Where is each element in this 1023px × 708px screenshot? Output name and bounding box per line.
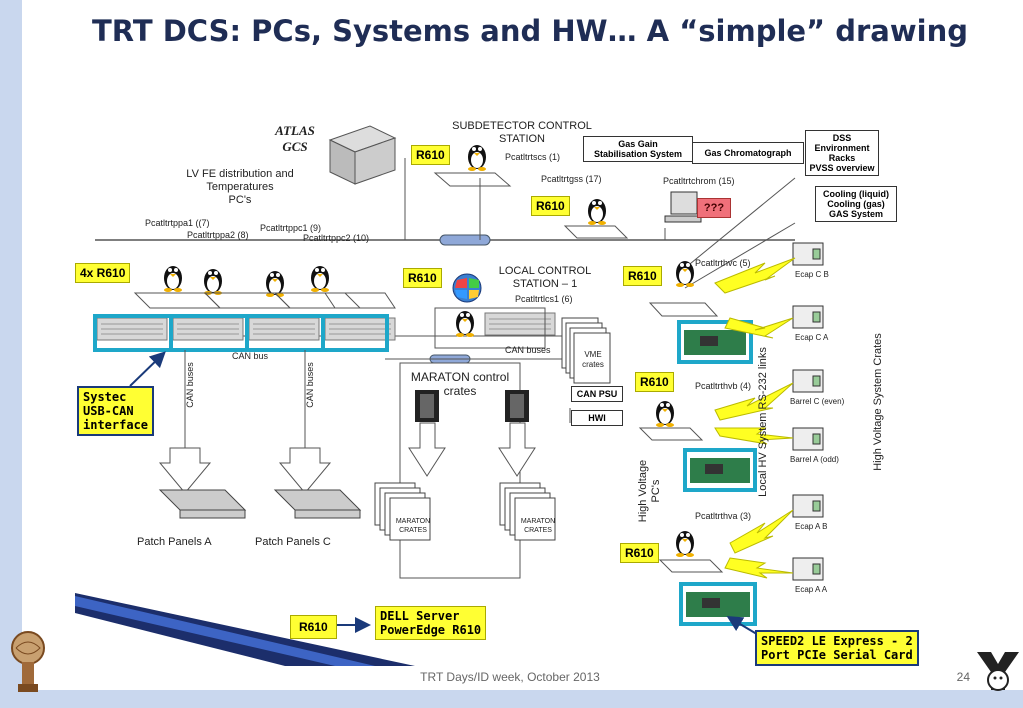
hv-pcs-label: High Voltage PC's	[637, 451, 663, 531]
gas-gain-line1: Gas Gain	[618, 139, 658, 149]
barrel-a: Barrel A (odd)	[790, 455, 839, 464]
hv-crates-label: High Voltage System Crates	[872, 333, 884, 471]
dss-line1: DSS	[832, 133, 852, 143]
systec-line1: Systec	[83, 390, 127, 404]
r610-tag-hva: R610	[620, 543, 659, 563]
patch-panels-c: Patch Panels C	[255, 536, 331, 548]
vme-crates-label: VME crates	[575, 350, 611, 370]
local-line1: LOCAL CONTROL	[498, 265, 592, 277]
ecap-ab: Ecap A B	[795, 522, 828, 531]
dss-box: DSS Environment Racks PVSS overview	[805, 130, 879, 176]
atlas-label: ATLAS	[275, 123, 315, 138]
yale-y-logo	[975, 650, 1021, 698]
r610-tag-hvc: R610	[623, 266, 662, 286]
dell-line1: DELL Server	[380, 609, 460, 623]
maraton-line2: crates	[443, 384, 477, 398]
subdetector-station-label: SUBDETECTOR CONTROL STATION	[447, 120, 597, 146]
page-number: 24	[956, 670, 970, 684]
pc-hva: Pcatltrthva (3)	[695, 511, 752, 521]
speed2-line1: SPEED2 LE Express - 2	[761, 634, 913, 648]
cooling-line3: GAS System	[828, 209, 884, 219]
r610-tag-hvb: R610	[635, 372, 674, 392]
local-line2: STATION – 1	[512, 278, 578, 290]
atlas-gcs-label: ATLAS GCS	[265, 123, 325, 155]
r610-tag-subdetector: R610	[411, 145, 450, 165]
r610-tag-legend: R610	[290, 615, 337, 639]
hwi-box: HWI	[571, 410, 623, 426]
maraton-line1: MARATON control	[410, 370, 510, 384]
cooling-box: Cooling (liquid) Cooling (gas) GAS Syste…	[815, 186, 897, 222]
bottom-accent-bar	[0, 690, 1023, 708]
patch-panels-a: Patch Panels A	[137, 536, 212, 548]
mc2-line1: MARATON	[520, 518, 556, 525]
gas-gain-line2: Stabilisation System	[593, 149, 683, 159]
rs232-label: Local HV System RS-232 links	[757, 347, 769, 497]
mc1-line2: CRATES	[399, 527, 427, 534]
maraton-crates-2: MARATON CRATES	[518, 517, 558, 535]
vme-line1: VME	[584, 350, 602, 359]
dss-line3: Racks	[828, 153, 856, 163]
lv-fe-label: LV FE distribution and Temperatures PC's	[165, 168, 315, 207]
can-psu-box: CAN PSU	[571, 386, 623, 402]
slide-footer: TRT Days/ID week, October 2013	[420, 670, 600, 684]
can-buses-vertical-1: CAN buses	[184, 362, 195, 408]
pc-ppa1: Pcatltrtppa1 ((7)	[145, 218, 210, 228]
subdet-line1: SUBDETECTOR CONTROL	[452, 120, 592, 132]
pc-scs: Pcatltrtscs (1)	[505, 152, 561, 162]
lv-fe-line3: PC's	[228, 194, 252, 206]
mc2-line2: CRATES	[524, 527, 552, 534]
r610-tag-local: R610	[403, 268, 442, 288]
ecap-ca: Ecap C A	[795, 333, 829, 342]
dell-line2: PowerEdge R610	[380, 623, 482, 637]
left-accent-bar	[0, 0, 22, 708]
cooling-line1: Cooling (liquid)	[823, 189, 889, 199]
pc-ppa2: Pcatltrtppa2 (8)	[187, 230, 249, 240]
unknown-box: ???	[697, 198, 731, 218]
systec-line3: interface	[83, 418, 149, 432]
can-bus-label: CAN bus	[232, 351, 269, 361]
pc-chrom: Pcatltrtchrom (15)	[663, 176, 735, 186]
speed2-tag: SPEED2 LE Express - 2 Port PCIe Serial C…	[755, 630, 919, 666]
pc-ppc1: Pcatltrtppc1 (9)	[260, 223, 322, 233]
speed2-line2: Port PCIe Serial Card	[761, 648, 913, 662]
pc-lcs1: Pcatltrtlcs1 (6)	[515, 294, 573, 304]
pc-gss: Pcatltrtgss (17)	[541, 174, 602, 184]
lv-fe-line2: Temperatures	[206, 181, 274, 193]
r610-tag-gas: R610	[531, 196, 570, 216]
pc-hvb: Pcatltrthvb (4)	[695, 381, 752, 391]
gas-chromatograph-box: Gas Chromatograph	[692, 142, 804, 164]
pc-ppc2: Pcatltrtppc2 (10)	[303, 233, 370, 243]
atlas-logo	[2, 628, 54, 698]
cooling-line2: Cooling (gas)	[827, 199, 885, 209]
dss-line4: PVSS overview	[809, 163, 875, 173]
subdet-line2: STATION	[498, 133, 546, 145]
mc1-line1: MARATON	[395, 518, 431, 525]
can-buses-label: CAN buses	[505, 345, 551, 355]
hv-pcs-line2: PC's	[650, 479, 662, 503]
local-station-label: LOCAL CONTROL STATION – 1	[490, 265, 600, 291]
four-r610-tag: 4x R610	[75, 263, 131, 283]
maraton-control-label: MARATON control crates	[395, 370, 525, 398]
systec-tag: Systec USB-CAN interface	[77, 386, 155, 436]
dss-line2: Environment	[814, 143, 870, 153]
dell-tag: DELL Server PowerEdge R610	[375, 606, 487, 640]
barrel-c: Barrel C (even)	[790, 397, 845, 406]
slide-title: TRT DCS: PCs, Systems and HW… A “simple”…	[92, 14, 968, 48]
ecap-aa: Ecap A A	[795, 585, 828, 594]
gas-gain-box: Gas Gain Stabilisation System	[583, 136, 693, 162]
ecap-cb: Ecap C B	[795, 270, 829, 279]
gcs-label: GCS	[282, 139, 308, 154]
hv-pcs-line1: High Voltage	[637, 459, 649, 523]
vme-line2: crates	[582, 360, 604, 369]
pc-hvc: Pcatltrthvc (5)	[695, 258, 751, 268]
maraton-crates-1: MARATON CRATES	[393, 517, 433, 535]
systec-line2: USB-CAN	[83, 404, 134, 418]
dcs-diagram: ATLAS GCS LV FE distribution and Tempera…	[75, 118, 945, 666]
can-buses-vertical-2: CAN buses	[304, 362, 315, 408]
lv-fe-line1: LV FE distribution and	[186, 168, 294, 180]
